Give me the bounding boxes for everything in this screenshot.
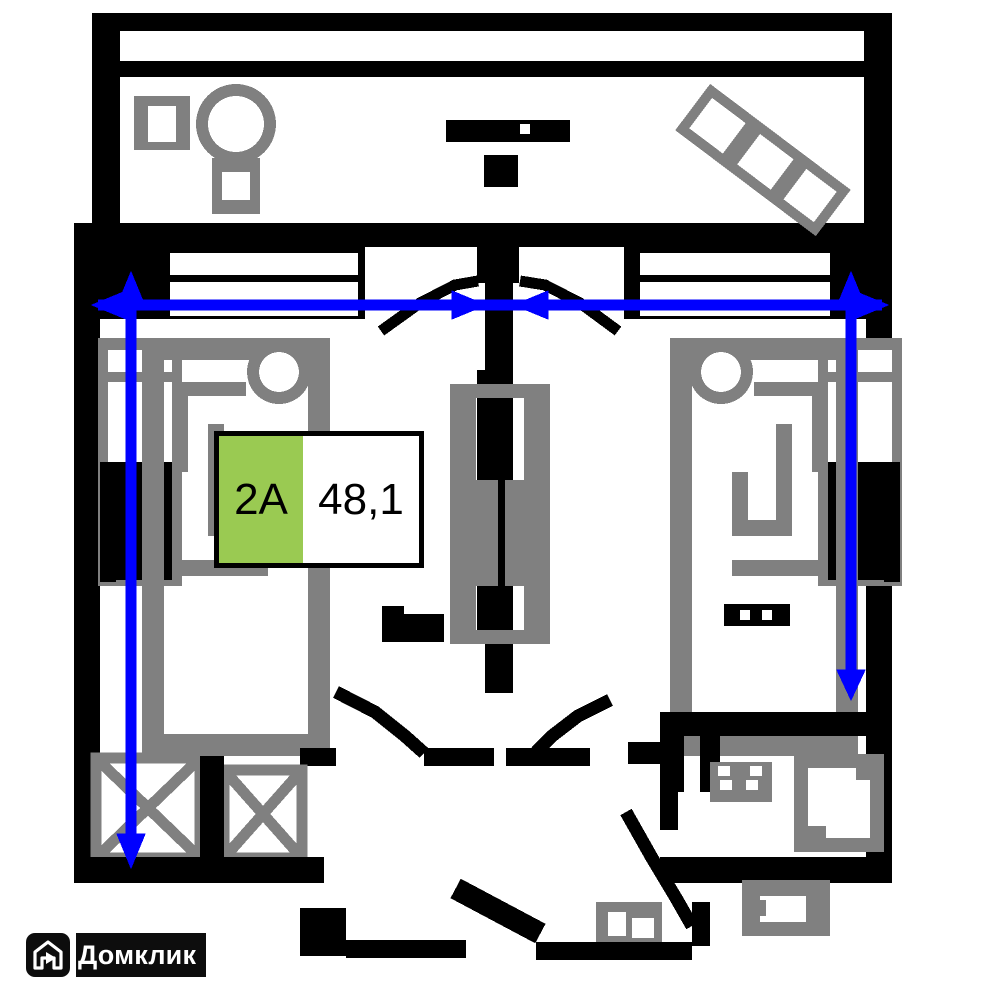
- balcony-sofa-icon: [675, 83, 851, 237]
- central-twin-beds-icon: [450, 384, 550, 644]
- kitchen-wall: [660, 712, 892, 792]
- right-armchair-icon: [689, 340, 753, 404]
- hall-lintel-right-icon: [506, 742, 670, 766]
- entrance-door-swing-icon: [620, 808, 698, 930]
- dimension-lines: [90, 270, 890, 870]
- apartment-code: 2A: [219, 436, 303, 563]
- hall-lintel-left-icon: [300, 748, 494, 766]
- watermark-logo: Домклик: [26, 933, 207, 977]
- entrance-jamb: [660, 790, 678, 830]
- door-swing-lower-left-icon: [333, 686, 429, 758]
- door-swing-top-right-icon: [519, 275, 622, 336]
- left-armchair-icon: [247, 340, 311, 404]
- sink-icon: [794, 754, 884, 852]
- balcony-top-fixture-icon: [446, 120, 570, 187]
- kitchen-counter-icon: [742, 880, 830, 936]
- door-swing-lower-right-icon: [531, 694, 613, 757]
- stove-icon: [710, 762, 772, 802]
- entrance-jamb-2: [692, 902, 710, 946]
- balcony-round-table-icon: [196, 84, 276, 214]
- left-radiator-icon: [382, 606, 444, 642]
- house-logo-icon: [26, 933, 70, 977]
- window-left-icon: [100, 462, 116, 582]
- closet-right-x-icon: [218, 764, 308, 864]
- brand-name: Домклик: [76, 933, 207, 977]
- right-radiator-icon: [724, 604, 790, 626]
- closet-divider-wall: [200, 756, 224, 860]
- closet-left-x-icon: [90, 752, 206, 864]
- window-right-icon: [884, 462, 900, 582]
- apartment-area-label: 2A 48,1: [214, 431, 424, 568]
- balcony-chair-icon: [134, 96, 190, 150]
- apartment-area-value: 48,1: [303, 436, 419, 563]
- house-glyph: [33, 940, 63, 970]
- bottom-partitions: [74, 857, 692, 960]
- central-party-wall: [477, 223, 519, 693]
- door-swing-top-left-icon: [377, 275, 479, 336]
